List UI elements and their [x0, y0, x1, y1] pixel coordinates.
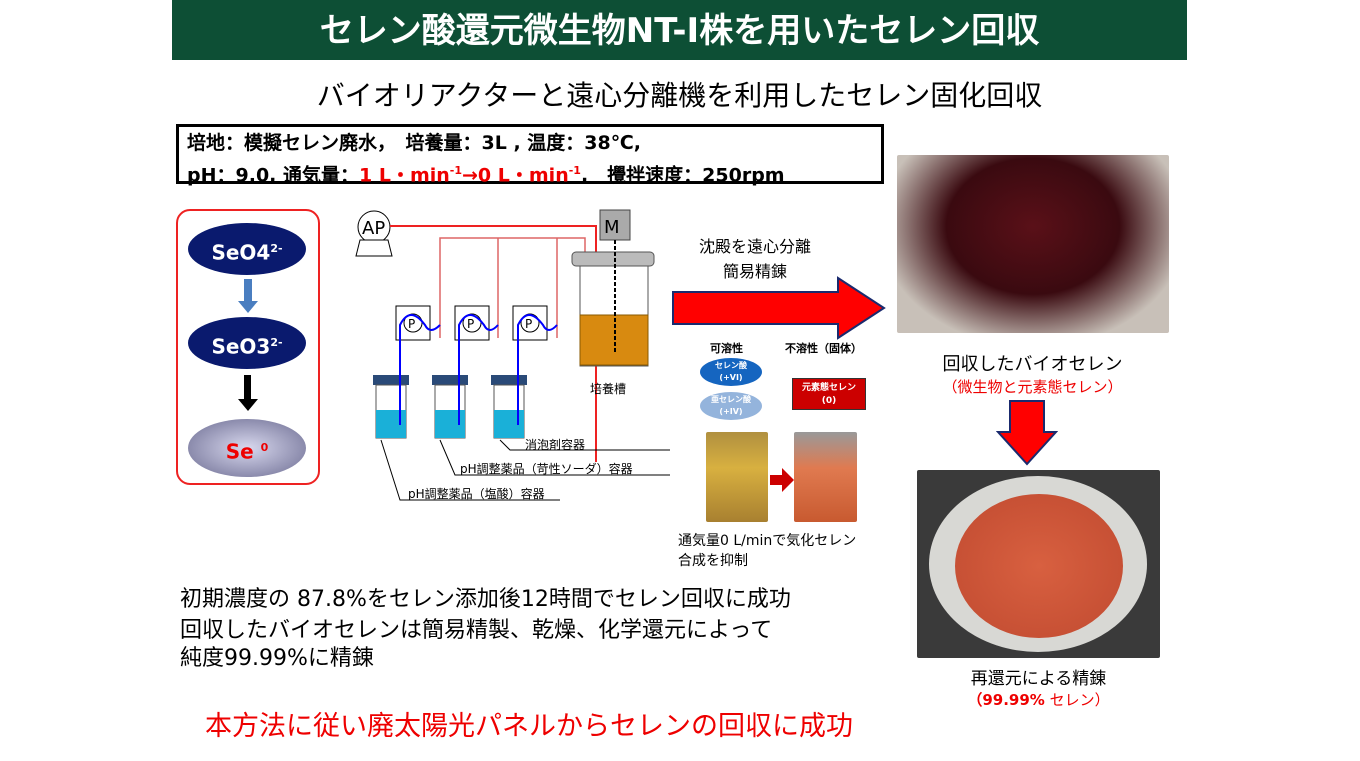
aeration-from: 1 L・min [359, 164, 450, 187]
bio-selenium-photo [897, 155, 1169, 333]
arrow-down-icon [996, 400, 1058, 466]
slide-title: セレン酸還元微生物NT-I株を用いたセレン回収 [172, 0, 1187, 60]
selenium-ellipse: Se 0 [188, 419, 306, 477]
ph-aeration-label: pH：9.0, 通気量： [187, 164, 359, 187]
arrow-down-icon [244, 375, 251, 401]
reactor-photo-after [794, 432, 857, 522]
stirring-speed: , 攪拌速度：250rpm [580, 164, 785, 187]
t: (0) [821, 396, 837, 406]
t: 元素態セレン [801, 383, 856, 393]
conditions-line1: 培地：模擬セレン廃水， 培養量：3L , 温度：38℃, [187, 132, 641, 154]
t: 亜セレン酸 [711, 395, 751, 404]
t: (+IV) [719, 407, 743, 416]
insoluble-label: 不溶性（固体） [785, 342, 862, 355]
motor-label: M [604, 217, 620, 238]
t: セレン酸 [715, 361, 747, 370]
pump-label: P [467, 317, 474, 331]
selenite-badge: 亜セレン酸 (+IV) [700, 392, 762, 420]
hcl-label: pH調整薬品（塩酸）容器 [408, 486, 545, 501]
t: 合成を抑制 [678, 553, 748, 569]
bioreactor-diagram: AP M 培養槽 P P P 消泡剤容器 pH調整薬品（苛性ソーダ）容器 pH調… [355, 209, 670, 501]
tank-label: 培養槽 [590, 381, 626, 396]
t: 再還元による精錬 [970, 669, 1107, 689]
reactor-photo-before [706, 432, 768, 522]
process-line1: 沈殿を遠心分離 [698, 237, 811, 256]
charge: 2- [270, 336, 283, 349]
selenite-ellipse: SeO32- [188, 317, 306, 369]
soluble-label: 可溶性 [710, 342, 743, 355]
t: セレン） [1044, 691, 1110, 709]
pump-label: P [525, 317, 532, 331]
arrow-head [238, 301, 258, 313]
aeration-caption: 通気量0 L/minで気化セレン合成を抑制 [678, 531, 856, 571]
bio-caption: 回収したバイオセレン （微生物と元素態セレン） [900, 350, 1165, 397]
containers [373, 375, 527, 439]
summary-line: 初期濃度の 87.8%をセレン添加後12時間でセレン回収に成功 [180, 587, 791, 612]
antifoam-label: 消泡剤容器 [525, 437, 585, 452]
t: （99.99% [967, 691, 1045, 709]
t: （微生物と元素態セレン） [942, 378, 1123, 396]
charge: 2- [270, 242, 283, 255]
arrow-right-icon [672, 276, 886, 340]
naoh-label: pH調整薬品（苛性ソーダ）容器 [460, 461, 633, 476]
t: 回収したバイオセレン [942, 354, 1123, 375]
refine-caption: 再還元による精錬 （99.99% セレン） [917, 664, 1160, 710]
aeration-to: →0 L・min [462, 164, 569, 187]
conclusion: 本方法に従い廃太陽光パネルからセレンの回収に成功 [205, 711, 853, 742]
summary-line: 回収したバイオセレンは簡易精製、乾燥、化学還元によって [180, 618, 773, 643]
process-line2: 簡易精錬 [722, 262, 787, 281]
pump-label: P [408, 317, 415, 331]
formula: SeO3 [211, 334, 271, 359]
charge: 0 [260, 441, 269, 454]
summary-text: 初期濃度の 87.8%をセレン添加後12時間でセレン回収に成功 回収したバイオセ… [180, 584, 791, 672]
summary-line: 純度99.99%に精錬 [180, 646, 374, 671]
motor-icon [599, 209, 631, 241]
reduction-chain: SeO42- SeO32- Se 0 [176, 209, 320, 485]
t: (+VI) [719, 373, 743, 382]
sup: -1 [449, 164, 463, 177]
arrow-down-icon [244, 279, 252, 303]
ap-label: AP [362, 218, 385, 239]
conditions-box: 培地：模擬セレン廃水， 培養量：3L , 温度：38℃, pH：9.0, 通気量… [176, 124, 884, 186]
selenate-ellipse: SeO42- [188, 223, 306, 275]
arrow-head [238, 399, 258, 411]
air-pump-icon [355, 210, 393, 257]
slide-subtitle: バイオリアクターと遠心分離機を利用したセレン固化回収 [316, 79, 1043, 112]
formula: SeO4 [211, 240, 271, 265]
elemental-badge: 元素態セレン (0) [792, 378, 866, 410]
arrow-right-icon [770, 468, 794, 492]
sup: -1 [568, 164, 581, 177]
conditions-line2: pH：9.0, 通気量：1 L・min-1→0 L・min-1, 攪拌速度：25… [187, 157, 873, 189]
t: 通気量0 L/minで気化セレン [678, 533, 857, 549]
refined-selenium-photo [917, 470, 1160, 658]
process-text: 沈殿を遠心分離簡易精錬 [680, 234, 830, 284]
selenate-badge: セレン酸 (+VI) [700, 358, 762, 386]
formula: Se [225, 439, 254, 464]
